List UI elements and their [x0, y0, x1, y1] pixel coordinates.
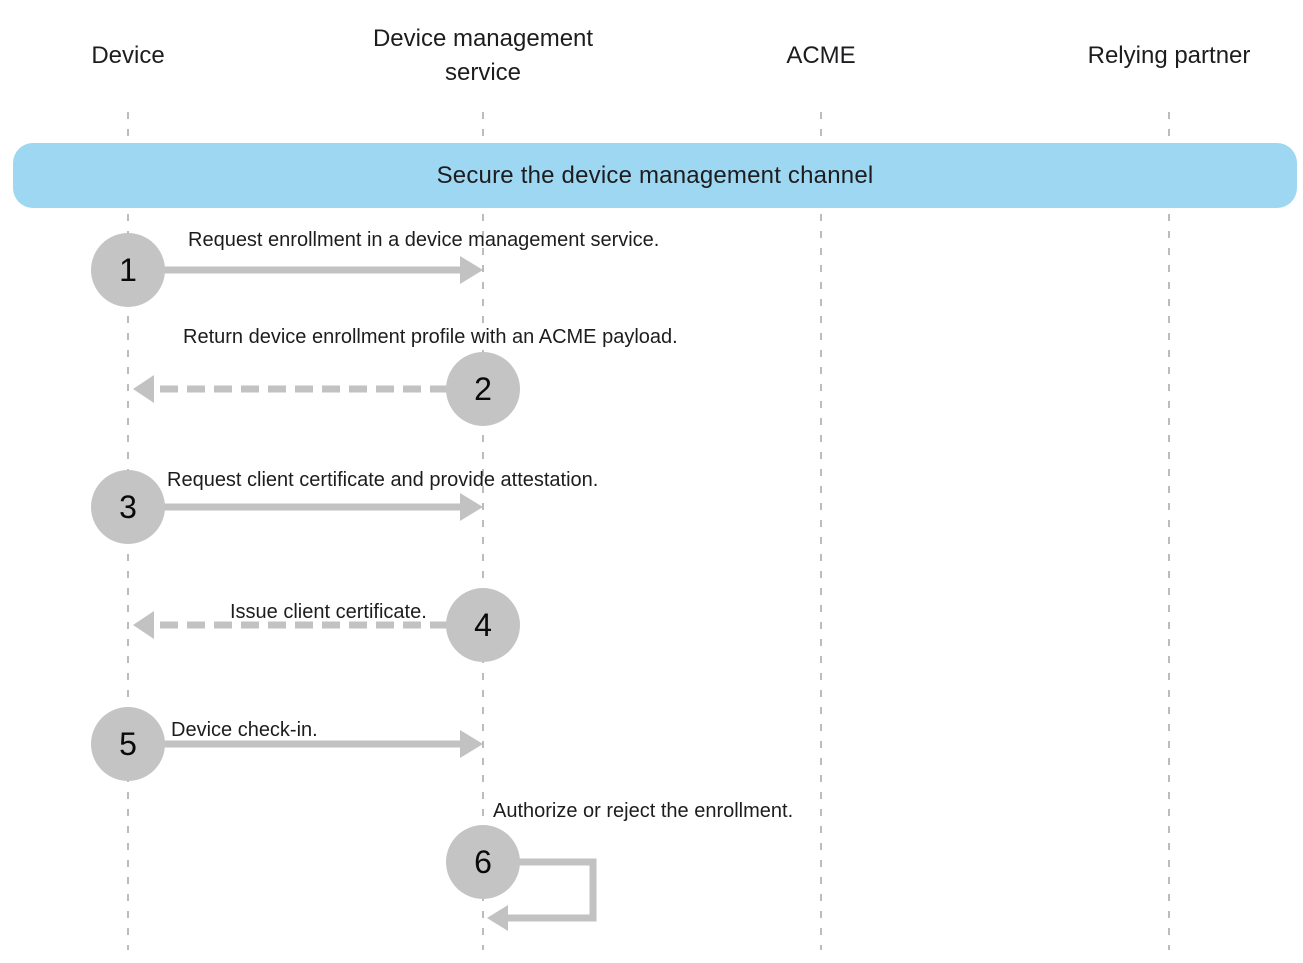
arrow-step-5-head — [460, 730, 483, 758]
step-circle-1: 1 — [91, 233, 165, 307]
arrow-step-3-head — [460, 493, 483, 521]
arrow-step-6-line — [508, 858, 597, 922]
step-label-4: Issue client certificate. — [230, 601, 427, 623]
step-circle-5: 5 — [91, 707, 165, 781]
secure-channel-banner-label: Secure the device management channel — [436, 161, 874, 189]
actor-header-device: Device — [91, 42, 165, 70]
step-circle-2: 2 — [446, 352, 520, 426]
actor-header-relying-partner: Relying partner — [1087, 42, 1251, 70]
arrow-step-2-head — [133, 375, 154, 403]
step-label-6: Authorize or reject the enrollment. — [493, 800, 794, 822]
arrow-step-6-head — [487, 905, 508, 931]
arrow-step-1-head — [460, 256, 483, 284]
secure-channel-banner: Secure the device management channel — [13, 143, 1297, 208]
actor-header-acme: ACME — [786, 42, 856, 70]
step-label-1: Request enrollment in a device managemen… — [188, 229, 660, 251]
step-label-2: Return device enrollment profile with an… — [183, 326, 678, 348]
step-label-5: Device check-in. — [171, 719, 318, 741]
step-circle-3: 3 — [91, 470, 165, 544]
actor-header-dms: Device management service — [372, 25, 594, 86]
step-label-3: Request client certificate and provide a… — [167, 469, 599, 491]
step-circle-6: 6 — [446, 825, 520, 899]
arrow-step-4-head — [133, 611, 154, 639]
step-circle-4: 4 — [446, 588, 520, 662]
